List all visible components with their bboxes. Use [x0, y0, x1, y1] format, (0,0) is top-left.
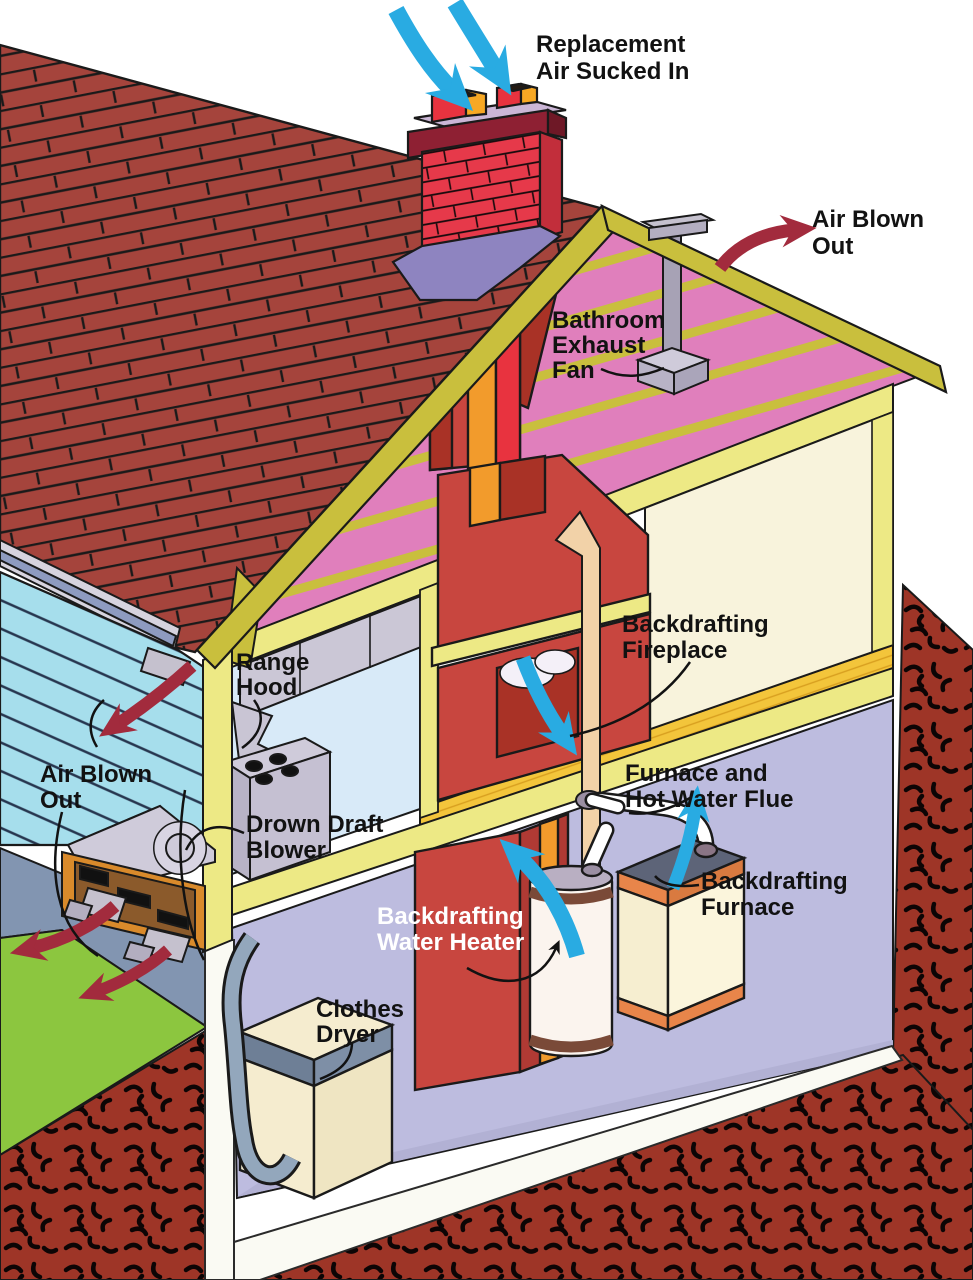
leader-air-out-a [89, 699, 105, 748]
leader-air-out-c [179, 789, 206, 961]
label-backdrafting-water-heater: Backdrafting Water Heater [377, 903, 530, 956]
leader-blower [184, 825, 245, 851]
furnace-flue-collar [693, 841, 719, 859]
roof-vent-out-arrow [714, 215, 817, 273]
roof-trim [195, 204, 948, 670]
chimney-cap-slab [413, 98, 567, 130]
fan-roof-cap [639, 212, 717, 242]
label-air-blown-out-top: Air Blown Out [812, 206, 931, 260]
dryer-duct [224, 933, 299, 1183]
leader-lines [53, 366, 700, 1081]
leader-flue [628, 796, 691, 815]
label-clothes-dryer: Clothes Dryer [316, 996, 411, 1048]
furnace-backdraft-arrow [666, 785, 710, 891]
label-drown-draft-blower: Drown Draft Blower [246, 811, 390, 864]
side-vent-out-arrow [99, 661, 197, 737]
leader-water-heater [466, 940, 560, 983]
cut-wall-edge [202, 646, 233, 954]
water-heater-flue-collar [580, 862, 604, 878]
clothes-dryer [221, 932, 396, 1200]
wall-stud [419, 581, 439, 820]
label-backdrafting-fireplace: Backdrafting Fireplace [622, 611, 775, 664]
label-backdrafting-furnace: Backdrafting Furnace [701, 868, 854, 921]
soffit-out-arrow-1 [9, 901, 120, 961]
replacement-air-arrow-left [388, 5, 474, 112]
leader-range-hood [241, 699, 262, 750]
leader-air-out-b [53, 811, 99, 958]
label-furnace-hot-water-flue: Furnace and Hot Water Flue [625, 760, 793, 813]
soffit-out-arrow-2 [78, 945, 173, 1001]
smoke-puff [534, 649, 576, 675]
corner-framing [871, 410, 894, 654]
chimney-brick-side [538, 130, 564, 240]
leader-dryer [319, 1041, 354, 1081]
leader-fireplace [569, 661, 692, 738]
basement-floor-edge [237, 1040, 893, 1197]
fireplace-backdraft-arrow [515, 655, 578, 756]
labels: Replacement Air Sucked In Air Blown Out … [40, 31, 931, 1048]
airflow-arrows [9, 0, 817, 1001]
label-range-hood: Range Hood [236, 649, 316, 701]
fascia-right [600, 204, 948, 394]
label-bathroom-exhaust-fan: Bathroom Exhaust Fan [552, 307, 672, 384]
chimney-flashing [391, 224, 563, 302]
soil-bottom-left [0, 1028, 208, 1280]
leader-furnace [654, 875, 700, 888]
water-heater-backdraft-arrow [499, 838, 585, 959]
leader-bathroom-fan [600, 366, 665, 377]
label-air-blown-out-left: Air Blown Out [40, 761, 159, 814]
chimney [391, 82, 568, 302]
label-replacement-air: Replacement Air Sucked In [536, 31, 692, 85]
replacement-air-arrow-right [447, 0, 512, 96]
